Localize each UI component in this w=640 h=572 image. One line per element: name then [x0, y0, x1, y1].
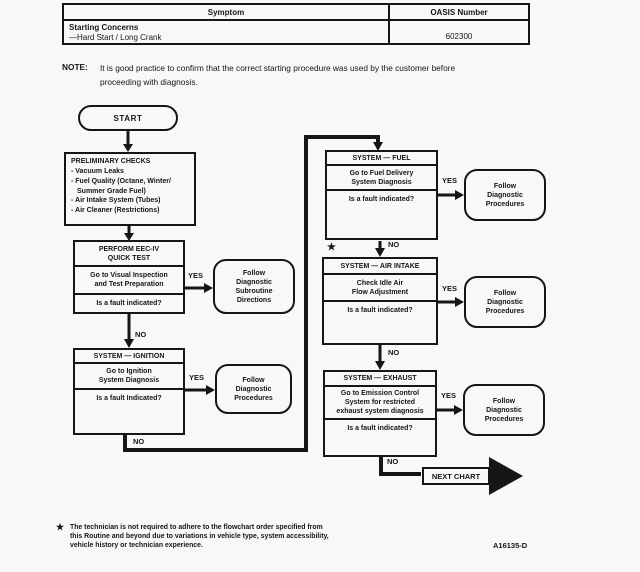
- start-terminal: START: [78, 105, 178, 131]
- fuel-action: Go to Fuel Delivery System Diagnosis: [327, 166, 436, 191]
- note-line-2: proceeding with diagnosis.: [100, 76, 198, 87]
- note-label: NOTE:: [62, 62, 88, 72]
- preliminary-item: - Air Cleaner (Restrictions): [71, 207, 160, 215]
- no-label: NO: [388, 240, 400, 249]
- terminal-follow-diagnostic-subroutine: Follow Diagnostic Subroutine Directions: [213, 259, 295, 314]
- preliminary-item: - Fuel Quality (Octane, Winter/: [71, 177, 171, 185]
- table-header-symptom: Symptom: [64, 5, 390, 21]
- note-line-1: It is good practice to confirm that the …: [100, 63, 456, 73]
- ignition-question: Is a fault Indicated?: [96, 395, 162, 402]
- quick-test-action: Go to Visual Inspection and Test Prepara…: [75, 267, 183, 295]
- no-label: NO: [387, 457, 399, 466]
- symptom-title: Starting Concerns: [69, 23, 139, 32]
- preliminary-checks-title: PRELIMINARY CHECKS: [71, 158, 151, 165]
- fuel-title: SYSTEM — FUEL: [327, 152, 436, 166]
- terminal-follow-diagnostic-procedures: Follow Diagnostic Procedures: [463, 384, 545, 436]
- no-label: NO: [388, 348, 400, 357]
- ignition-action: Go to Ignition System Diagnosis: [75, 364, 183, 390]
- quick-test-box: PERFORM EEC-IV QUICK TEST Go to Visual I…: [73, 240, 185, 314]
- yes-label: YES: [442, 176, 458, 185]
- footnote-line-3: vehicle history or technician experience…: [70, 542, 203, 550]
- terminal-follow-diagnostic-procedures: Follow Diagnostic Procedures: [215, 364, 292, 414]
- preliminary-checks-box: PRELIMINARY CHECKS - Vacuum Leaks - Fuel…: [64, 152, 196, 226]
- quick-test-question: Is a fault indicated?: [96, 300, 162, 307]
- exhaust-action: Go to Emission Control System for restri…: [325, 387, 435, 420]
- air-intake-box: SYSTEM — AIR INTAKE Check Idle Air Flow …: [322, 257, 438, 345]
- no-label: NO: [135, 330, 147, 339]
- note-text: It is good practice to confirm that the …: [100, 62, 530, 89]
- yes-label: YES: [189, 373, 205, 382]
- exhaust-question: Is a fault indicated?: [347, 425, 413, 432]
- terminal-follow-diagnostic-procedures: Follow Diagnostic Procedures: [464, 169, 546, 221]
- next-chart-arrow: [489, 457, 523, 495]
- next-chart-box: NEXT CHART: [422, 467, 490, 485]
- footnote-line-2: this Routine and beyond due to variation…: [70, 533, 329, 541]
- air-intake-action: Check Idle Air Flow Adjustment: [324, 275, 436, 302]
- terminal-follow-diagnostic-procedures: Follow Diagnostic Procedures: [464, 276, 546, 328]
- ignition-title: SYSTEM — IGNITION: [75, 350, 183, 364]
- exhaust-box: SYSTEM — EXHAUST Go to Emission Control …: [323, 370, 437, 457]
- exhaust-title: SYSTEM — EXHAUST: [325, 372, 435, 387]
- air-intake-title: SYSTEM — AIR INTAKE: [324, 259, 436, 275]
- quick-test-title: PERFORM EEC-IV QUICK TEST: [75, 242, 183, 267]
- preliminary-item: Summer Grade Fuel): [77, 187, 146, 195]
- symptom-detail: —Hard Start / Long Crank: [69, 33, 162, 42]
- yes-label: YES: [188, 271, 204, 280]
- ignition-box: SYSTEM — IGNITION Go to Ignition System …: [73, 348, 185, 435]
- footnote-marker-star: ★: [56, 522, 65, 532]
- preliminary-item: - Vacuum Leaks: [71, 168, 124, 175]
- symptom-table: Symptom OASIS Number Starting Concerns —…: [62, 3, 530, 45]
- footnote: The technician is not required to adhere…: [70, 523, 410, 551]
- yes-label: YES: [441, 391, 457, 400]
- fuel-question: Is a fault indicated?: [348, 196, 415, 203]
- symptom-cell: Starting Concerns —Hard Start / Long Cra…: [64, 21, 390, 43]
- oasis-number-value: 602300: [445, 32, 473, 41]
- footnote-marker-star: ★: [327, 242, 336, 253]
- no-label: NO: [133, 437, 145, 446]
- yes-label: YES: [442, 284, 458, 293]
- footnote-line-1: The technician is not required to adhere…: [70, 524, 323, 531]
- preliminary-item: - Air Intake System (Tubes): [71, 197, 161, 205]
- air-intake-question: Is a fault indicated?: [347, 307, 413, 314]
- table-header-oasis-number: OASIS Number: [390, 5, 528, 21]
- figure-id: A16135-D: [493, 541, 528, 550]
- fuel-box: SYSTEM — FUEL Go to Fuel Delivery System…: [325, 150, 438, 240]
